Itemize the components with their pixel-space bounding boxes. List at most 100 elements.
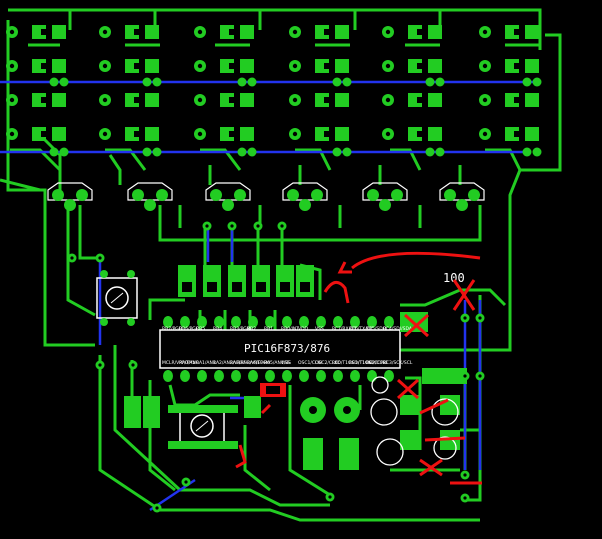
chip-pin-label-top: RB4 (213, 326, 222, 332)
switch-smd-gap (324, 97, 332, 103)
chip-pin-label-top: RC5/SDO (366, 326, 387, 332)
switch-pad-hole (482, 97, 488, 103)
transistor-pad (468, 189, 480, 201)
chip-pin-top (248, 316, 258, 328)
tactile-switch-top (96, 270, 138, 326)
transistor-pad (144, 199, 156, 211)
switch-pad-hole (482, 63, 488, 69)
resistor-value-label: 100 (443, 271, 465, 285)
matrix-via (142, 147, 152, 157)
switch-smd-pad (408, 25, 422, 39)
red-line-1 (424, 436, 466, 442)
switch-smd-pad (335, 127, 349, 141)
transistor-pad (234, 189, 246, 201)
matrix-via (435, 77, 445, 87)
switch-pad-hole (197, 97, 203, 103)
switch-smd-pad (125, 59, 139, 73)
electrolytic-capacitors (370, 376, 459, 466)
switch-smd-pad (315, 25, 329, 39)
via-hole (478, 316, 482, 320)
via-hole (256, 224, 260, 228)
switch-smd-pad (428, 93, 442, 107)
matrix-via (152, 147, 162, 157)
switch-smd-pad (52, 93, 66, 107)
via-hole (478, 374, 482, 378)
transistor-outline (205, 182, 251, 201)
chip-pin-top (367, 316, 377, 328)
chip-pin-label-top: RC4/SDI/SDA (383, 326, 413, 332)
matrix-via (59, 147, 69, 157)
transistor-row (47, 182, 485, 211)
chip-pin-label-bottom: VSS (281, 360, 290, 366)
switch-smd-gap (514, 131, 522, 137)
matrix-via (332, 147, 342, 157)
chip-pin-label-bottom: RA4/T0CKI (247, 360, 270, 366)
red-loop-mark (323, 280, 350, 304)
switch-smd-gap (134, 63, 142, 69)
transistor-outline (127, 182, 173, 201)
via-hole (463, 374, 467, 378)
switch-smd-pad (525, 25, 539, 39)
switch-smd-gap (417, 131, 425, 137)
transistor-pad (444, 189, 456, 201)
switch-smd-gap (514, 29, 522, 35)
transistor-pad (132, 189, 144, 201)
red-line-2 (419, 398, 449, 415)
chip-pin-top (299, 316, 309, 328)
matrix-via (247, 77, 257, 87)
transistor-pad (222, 199, 234, 211)
via-hole (328, 495, 332, 499)
switch-smd-pad (52, 25, 66, 39)
chip-pin-top (333, 316, 343, 328)
switch-smd-pad (145, 127, 159, 141)
matrix-via (435, 147, 445, 157)
switch-smd-gap (324, 131, 332, 137)
via-hole (131, 363, 135, 367)
chip-pin-top (231, 316, 241, 328)
switch-pad-hole (385, 29, 391, 35)
transistor-outline (362, 182, 408, 201)
transistor-pad (52, 189, 64, 201)
switch-smd-pad (335, 59, 349, 73)
switch-pad-hole (9, 29, 15, 35)
chip-pin-bottom (316, 370, 326, 382)
switch-smd-gap (41, 63, 49, 69)
switch-pad-hole (197, 63, 203, 69)
matrix-via (49, 147, 59, 157)
via-hole (70, 256, 74, 260)
switch-smd-pad (428, 59, 442, 73)
via-hole (463, 473, 467, 477)
switch-smd-pad (408, 127, 422, 141)
switch-pad-hole (102, 63, 108, 69)
chip-pin-bottom (248, 370, 258, 382)
red-annotations (235, 251, 482, 485)
switch-pad-hole (197, 131, 203, 137)
chip-pin-top (282, 316, 292, 328)
chip-pin-bottom (265, 370, 275, 382)
red-cross-low-b (419, 458, 443, 477)
chip-pin-label-bottom: RC2/CCP1 (366, 360, 388, 366)
transistor-pad (391, 189, 403, 201)
switch-smd-pad (125, 93, 139, 107)
switch-pad-hole (385, 97, 391, 103)
switch-pad-hole (292, 29, 298, 35)
via-hole (463, 316, 467, 320)
via-hole (463, 496, 467, 500)
matrix-via (142, 77, 152, 87)
switch-pad-hole (9, 63, 15, 69)
matrix-via (237, 77, 247, 87)
switch-smd-pad (408, 59, 422, 73)
chip-pin-top (384, 316, 394, 328)
chip-pin-label-top: RB5 (196, 326, 205, 332)
switch-pad-hole (102, 29, 108, 35)
transistor-pad (299, 199, 311, 211)
switch-pad-hole (102, 97, 108, 103)
matrix-via (247, 147, 257, 157)
switch-smd-pad (32, 25, 46, 39)
switch-smd-pad (32, 93, 46, 107)
switch-smd-pad (145, 93, 159, 107)
switch-smd-pad (220, 59, 234, 73)
chip-pin-top (163, 316, 173, 328)
transistor-pad (210, 189, 222, 201)
